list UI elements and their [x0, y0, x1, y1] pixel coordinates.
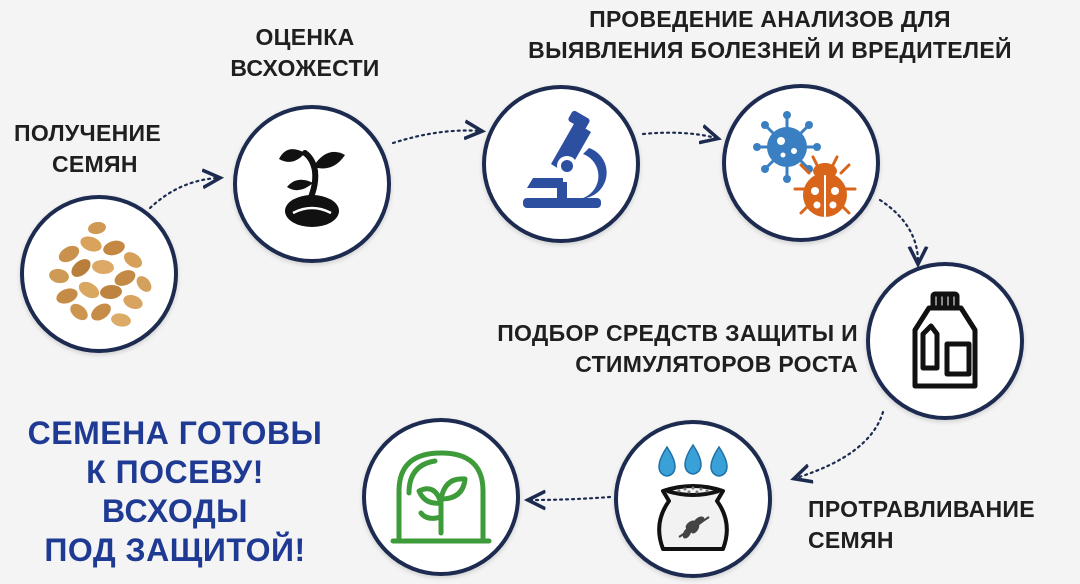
- wheat-grains-image: [31, 206, 167, 342]
- label-selection-line1: ПОДБОР СРЕДСТВ ЗАЩИТЫ И: [497, 320, 858, 346]
- arrow-germination-to-analysis: [391, 131, 480, 145]
- final-message-line1: СЕМЕНА ГОТОВЫ: [27, 415, 323, 451]
- arrow-selection-to-treatment: [796, 410, 885, 478]
- label-analysis-line2: ВЫЯВЛЕНИЯ БОЛЕЗНЕЙ И ВРЕДИТЕЛЕЙ: [528, 37, 1012, 63]
- label-treatment: ПРОТРАВЛИВАНИЕ СЕМЯН: [808, 494, 1078, 556]
- circle-germination: [233, 105, 391, 263]
- bug-icon: [793, 155, 857, 217]
- label-analysis-line1: ПРОВЕДЕНИЕ АНАЛИЗОВ ДЛЯ: [589, 6, 951, 32]
- wheat-ear-icon: [678, 516, 710, 539]
- sprout-icon: [279, 149, 345, 227]
- seed-sack-icon: [657, 484, 729, 551]
- label-selection: ПОДБОР СРЕДСТВ ЗАЩИТЫ И СТИМУЛЯТОРОВ РОС…: [400, 318, 858, 380]
- virus-icon: [753, 111, 821, 183]
- arrow-treatment-to-protected: [530, 497, 612, 500]
- virus-and-bug-icon: [753, 111, 857, 217]
- arrow-pests-to-selection: [878, 198, 918, 262]
- label-selection-line2: СТИМУЛЯТОРОВ РОСТА: [575, 351, 858, 377]
- circle-seeds: [20, 195, 178, 353]
- chemical-bottle-icon: [912, 291, 978, 389]
- label-treatment-line2: СЕМЯН: [808, 527, 894, 553]
- label-analysis: ПРОВЕДЕНИЕ АНАЛИЗОВ ДЛЯ ВЫЯВЛЕНИЯ БОЛЕЗН…: [470, 4, 1070, 66]
- circle-analysis: [482, 85, 640, 243]
- label-germination: ОЦЕНКА ВСХОЖЕСТИ: [205, 22, 405, 84]
- circle-protected: [362, 418, 520, 576]
- final-message-line2: К ПОСЕВУ!: [86, 454, 264, 490]
- final-message-line3: ВСХОДЫ: [102, 493, 248, 529]
- label-germination-line1: ОЦЕНКА: [255, 24, 355, 50]
- arrow-analysis-to-pests: [641, 133, 716, 138]
- seed-sack-with-drops-icon: [657, 443, 729, 551]
- final-message: СЕМЕНА ГОТОВЫ К ПОСЕВУ! ВСХОДЫ ПОД ЗАЩИТ…: [0, 414, 350, 570]
- label-seeds-line1: ПОЛУЧЕНИЕ: [14, 120, 161, 146]
- label-seeds: ПОЛУЧЕНИЕ СЕМЯН: [14, 118, 214, 180]
- circle-treatment: [614, 420, 772, 578]
- final-message-line4: ПОД ЗАЩИТОЙ!: [44, 532, 306, 568]
- circle-pests: [722, 84, 880, 242]
- label-germination-line2: ВСХОЖЕСТИ: [230, 55, 380, 81]
- sprout-under-dome-icon: [390, 450, 492, 544]
- water-drops-icon: [658, 443, 728, 477]
- circle-selection: [866, 262, 1024, 420]
- microscope-icon: [523, 110, 607, 208]
- label-seeds-line2: СЕМЯН: [52, 151, 138, 177]
- label-treatment-line1: ПРОТРАВЛИВАНИЕ: [808, 496, 1035, 522]
